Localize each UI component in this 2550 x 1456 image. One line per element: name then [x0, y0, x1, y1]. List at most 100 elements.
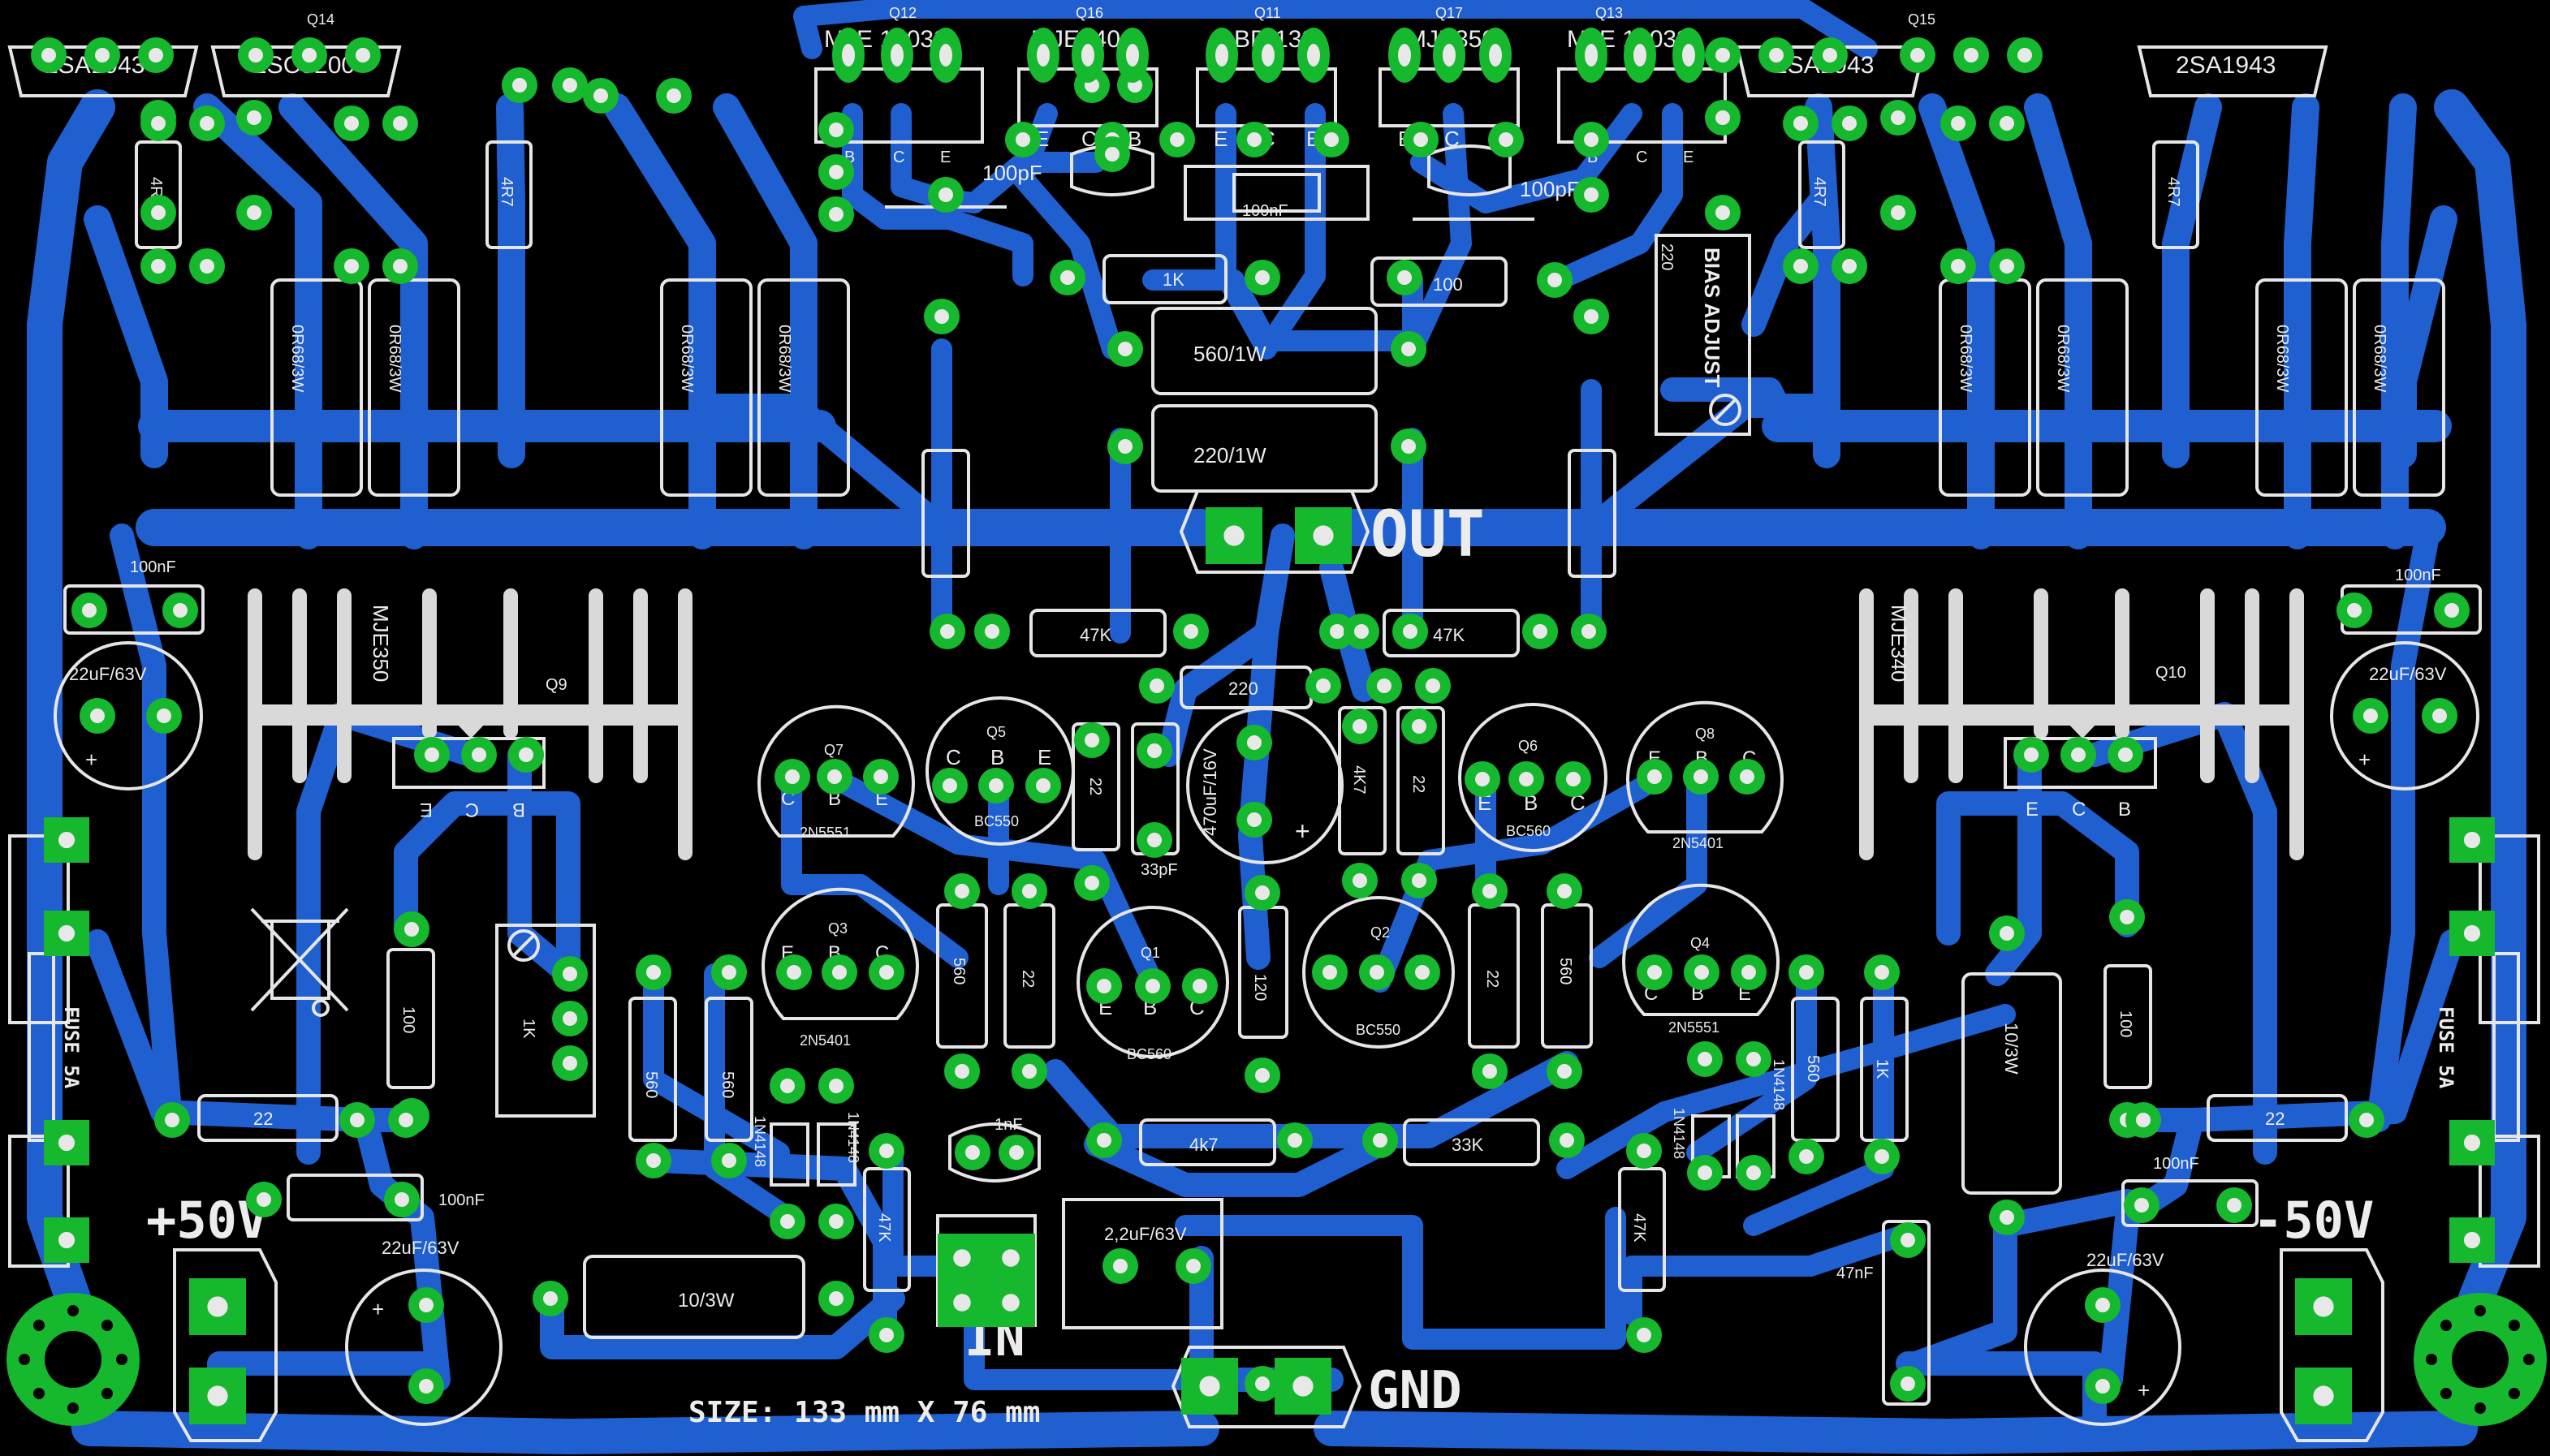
resistor-1k: 1K — [1102, 254, 1228, 304]
value-label: 0R68/3W — [2371, 325, 2388, 392]
value-label: 220/1W — [1193, 443, 1266, 467]
part-label: 2N5401 — [800, 1032, 851, 1049]
value-label: 100pF — [982, 161, 1042, 185]
size-label: SIZE: 133 mm X 76 mm — [688, 1396, 1040, 1429]
value-label: 22uF/63V — [382, 1238, 460, 1258]
part-label: 2N5551 — [1668, 1019, 1719, 1036]
pin-label: E — [1683, 149, 1694, 166]
ref-label: Q1 — [1141, 945, 1160, 961]
ref-label: Q17 — [1435, 5, 1463, 21]
right-middle-components: 560 1K 10/3W 100 1N4148 1N4148 47K 47nF … — [1618, 964, 2348, 1426]
bias-adjust-trimmer: BIAS ADJUST 220 — [1655, 234, 1751, 436]
part-label: 2N5401 — [1672, 835, 1724, 851]
value-label: 10/3W — [678, 1290, 735, 1312]
pin-label: B — [1128, 127, 1141, 151]
part-label: BC560 — [1127, 1046, 1171, 1062]
capacitor-100nf-upper-left: 100nF — [63, 558, 205, 635]
resistor-560-1w: 560/1W — [1151, 307, 1378, 395]
out-label: OUT — [1370, 498, 1485, 571]
value-label: 33K — [1452, 1135, 1483, 1155]
value-label: 22 — [1019, 970, 1037, 988]
value-label: 100pF — [1520, 177, 1580, 201]
pin-label: C — [1636, 149, 1647, 166]
value-label: 560 — [950, 958, 968, 984]
ref-label: Q5 — [986, 724, 1006, 740]
value-label: 47K — [1080, 625, 1111, 645]
power-transistor-q-right: 2SA1943 — [2137, 45, 2328, 97]
recycle-bin-icon — [250, 907, 349, 1017]
pads — [31, 28, 2495, 1424]
fuse-label: FUSE 5A — [2435, 1006, 2457, 1089]
pin-label: E — [1038, 745, 1051, 769]
value-label: 4K7 — [1350, 765, 1368, 795]
ref-label: Q13 — [1595, 5, 1623, 21]
svg-text:+: + — [1295, 816, 1310, 846]
out-connector: OUT — [1179, 489, 1485, 574]
value-label: 0R68/3W — [2273, 325, 2291, 392]
value-label: 47K — [1433, 625, 1465, 645]
resistor-47k-left: 47K — [1029, 609, 1167, 657]
value-label: 10/3W — [2001, 1023, 2021, 1075]
value-label: 22 — [1086, 778, 1104, 795]
transistor-q7: Q7 2N5551 C B E — [757, 704, 915, 841]
pin-label: E — [940, 149, 951, 166]
pin-label: C — [893, 149, 904, 166]
value-label: 1N4148 — [845, 1112, 861, 1163]
left-middle-components: 100 1K 560 560 1N4148 1N4148 47K 22 100n… — [197, 924, 911, 1426]
value-label: 0R68/3W — [288, 325, 306, 392]
value-label: 100nF — [438, 1191, 485, 1209]
value-label: 100nF — [2395, 566, 2441, 584]
ref-label: Q7 — [824, 742, 844, 758]
value-label: 22 — [1409, 775, 1427, 793]
value-label: 1nF — [995, 1116, 1022, 1134]
pin-label: C — [1081, 127, 1097, 151]
transistor-q6: Q6 BC560 E B C — [1458, 703, 1607, 852]
value-label: 0R68/3W — [386, 325, 403, 392]
ref-label: Q10 — [2155, 664, 2186, 682]
value-label: 47K — [1630, 1213, 1648, 1243]
svg-text:+: + — [372, 1297, 384, 1321]
value-label: 22 — [253, 1109, 273, 1129]
value-label: 560 — [1804, 1055, 1822, 1082]
value-label: 100nF — [1242, 202, 1288, 220]
value-label: 4R7 — [2164, 177, 2182, 207]
ref-label: Q6 — [1518, 738, 1538, 754]
value-label: 2,2uF/63V — [1104, 1224, 1187, 1244]
pin-label: B — [990, 745, 1004, 769]
value-label: 1K — [1873, 1059, 1891, 1079]
pin-label: E — [1214, 127, 1228, 151]
ref-label: Q12 — [889, 5, 917, 21]
value-label: 100nF — [130, 558, 176, 576]
value-label: 0R68/3W — [2054, 325, 2072, 392]
value-label: 22 — [2265, 1109, 2285, 1129]
ref-label: Q15 — [1908, 11, 1935, 28]
part-label: MJE350 — [369, 605, 393, 682]
pin-label: B — [2118, 799, 2131, 821]
emitter-resistors: 4R7 4R7 4R7 4R7 0R68/3W 0R68/3W 0R68/3W … — [135, 140, 2445, 497]
value-label: 4R7 — [1810, 177, 1828, 207]
value-label: 47K — [875, 1213, 893, 1243]
ref-label: Q4 — [1690, 935, 1710, 951]
part-label: MJE340 — [1887, 605, 1911, 682]
value-label: 560 — [718, 1071, 736, 1098]
svg-text:+: + — [2358, 747, 2371, 772]
value-label: 120 — [1251, 974, 1269, 1001]
value-label: 0R68/3W — [775, 325, 793, 392]
value-label: 0R68/3W — [1957, 325, 1974, 392]
value-label: 220 — [1658, 243, 1676, 270]
part-label: BC550 — [1356, 1022, 1400, 1038]
ref-label: Q11 — [1254, 5, 1281, 21]
bias-label: BIAS ADJUST — [1700, 248, 1724, 388]
value-label: 22 — [1483, 970, 1501, 988]
pin-label: C — [2072, 799, 2086, 821]
value-label: 220 — [1228, 678, 1258, 699]
value-label: 1N4148 — [1671, 1108, 1687, 1159]
value-label: 0R68/3W — [678, 325, 696, 392]
pin-label: E — [420, 799, 433, 821]
part-label: BC560 — [1506, 823, 1551, 839]
ref-label: Q9 — [546, 676, 567, 694]
capacitor-100nf-top: 100nF — [1184, 165, 1370, 221]
center-lower-components: 1nF 4k7 33K 2,2uF/63V — [936, 1116, 1540, 1329]
capacitor-22uf-upper-right: 22uF/63V + — [2330, 641, 2479, 790]
